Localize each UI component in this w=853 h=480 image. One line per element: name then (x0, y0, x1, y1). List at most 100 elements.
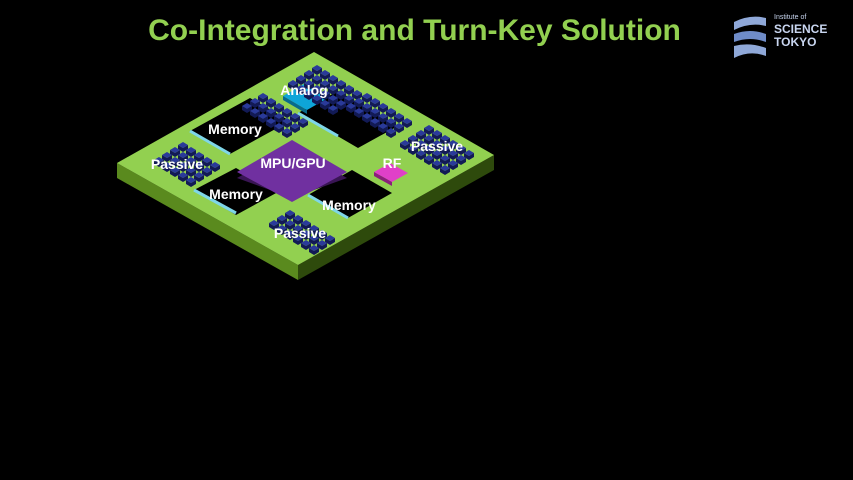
passive-component (408, 135, 418, 141)
passive-component-side (178, 165, 188, 172)
passive-component-side (362, 106, 372, 113)
passive-component-side (328, 88, 338, 95)
passive-component (386, 108, 396, 114)
passive-component-side (162, 155, 172, 162)
passive-component-side (424, 128, 434, 135)
passive-component (456, 155, 466, 161)
passive-component-side (408, 138, 418, 145)
passive-component (178, 152, 188, 158)
passive-component-side (258, 96, 268, 103)
passive-component-side (424, 148, 434, 155)
rf-chip (374, 163, 408, 182)
passive-component (312, 95, 322, 101)
passive-component (186, 167, 196, 173)
passive-component (194, 152, 204, 158)
passive-component (317, 230, 327, 236)
passive-component-side (402, 121, 412, 128)
passive-component-side (304, 83, 314, 90)
passive-component (370, 108, 380, 114)
passive-component (328, 95, 338, 101)
passive-component-side (440, 168, 450, 175)
passive-component-side (394, 126, 404, 133)
passive-component (293, 215, 303, 221)
passive-component (440, 155, 450, 161)
passive-component-side (328, 98, 338, 105)
passive-component-side (370, 121, 380, 128)
passive-component-side (282, 111, 292, 118)
passive-component-side (210, 165, 220, 172)
passive-component (336, 80, 346, 86)
mpu-gpu-chip (237, 140, 347, 202)
passive-component (400, 140, 410, 146)
passive-component (293, 225, 303, 231)
passive-component-side (269, 223, 279, 230)
passive-component (178, 172, 188, 178)
passive-component-side (386, 131, 396, 138)
passive-component (296, 85, 306, 91)
logo-line3: TOKYO (774, 35, 817, 49)
passive-component-side (328, 78, 338, 85)
passive-component (402, 118, 412, 124)
passive-component (352, 90, 362, 96)
passive-component (370, 98, 380, 104)
passive-component (424, 125, 434, 131)
passive-component-side (258, 116, 268, 123)
passive-component (309, 235, 319, 241)
passive-component-side (277, 228, 287, 235)
passive-component (288, 80, 298, 86)
passive-component (194, 162, 204, 168)
passive-component-side (464, 153, 474, 160)
passive-component (456, 145, 466, 151)
passive-component (178, 142, 188, 148)
passive-component-side (354, 101, 364, 108)
passive-component (378, 113, 388, 119)
passive-component (304, 70, 314, 76)
passive-component (266, 108, 276, 114)
passive-component (285, 230, 295, 236)
passive-component-side (293, 228, 303, 235)
passive-component-side (266, 111, 276, 118)
logo-mark-icon (734, 16, 766, 58)
passive-component (258, 113, 268, 119)
passive-component-side (290, 116, 300, 123)
passive-component (448, 160, 458, 166)
passive-component (285, 210, 295, 216)
passive-component-side (301, 243, 311, 250)
passive-component (424, 145, 434, 151)
passive-component (293, 235, 303, 241)
label-rf: RF (383, 155, 402, 171)
analog-chip-side (283, 96, 307, 114)
passive-component (178, 162, 188, 168)
passive-component (277, 215, 287, 221)
passive-component (328, 85, 338, 91)
passive-component-side (456, 148, 466, 155)
passive-component-side (440, 138, 450, 145)
logo-line1: Institute of (774, 14, 807, 21)
passive-component-side (336, 83, 346, 90)
passive-component (202, 157, 212, 163)
passive-component (448, 150, 458, 156)
passive-component (432, 160, 442, 166)
passive-component-side (346, 106, 356, 113)
passive-component-side (293, 218, 303, 225)
passive-component (344, 85, 354, 91)
passive-component (386, 118, 396, 124)
passive-component (432, 130, 442, 136)
passive-component-side (432, 143, 442, 150)
passive-component (154, 157, 164, 163)
passive-component-side (309, 238, 319, 245)
passive-component-side (320, 73, 330, 80)
passive-component (317, 240, 327, 246)
passive-component (258, 93, 268, 99)
passive-component-side (170, 160, 180, 167)
passive-component (448, 140, 458, 146)
cavity-edge (189, 129, 231, 156)
passive-component (274, 103, 284, 109)
passive-component-side (317, 243, 327, 250)
passive-component-side (277, 218, 287, 225)
passive-component (325, 235, 335, 241)
passive-component-side (274, 126, 284, 133)
passive-component-side (258, 106, 268, 113)
passive-component-side (288, 83, 298, 90)
